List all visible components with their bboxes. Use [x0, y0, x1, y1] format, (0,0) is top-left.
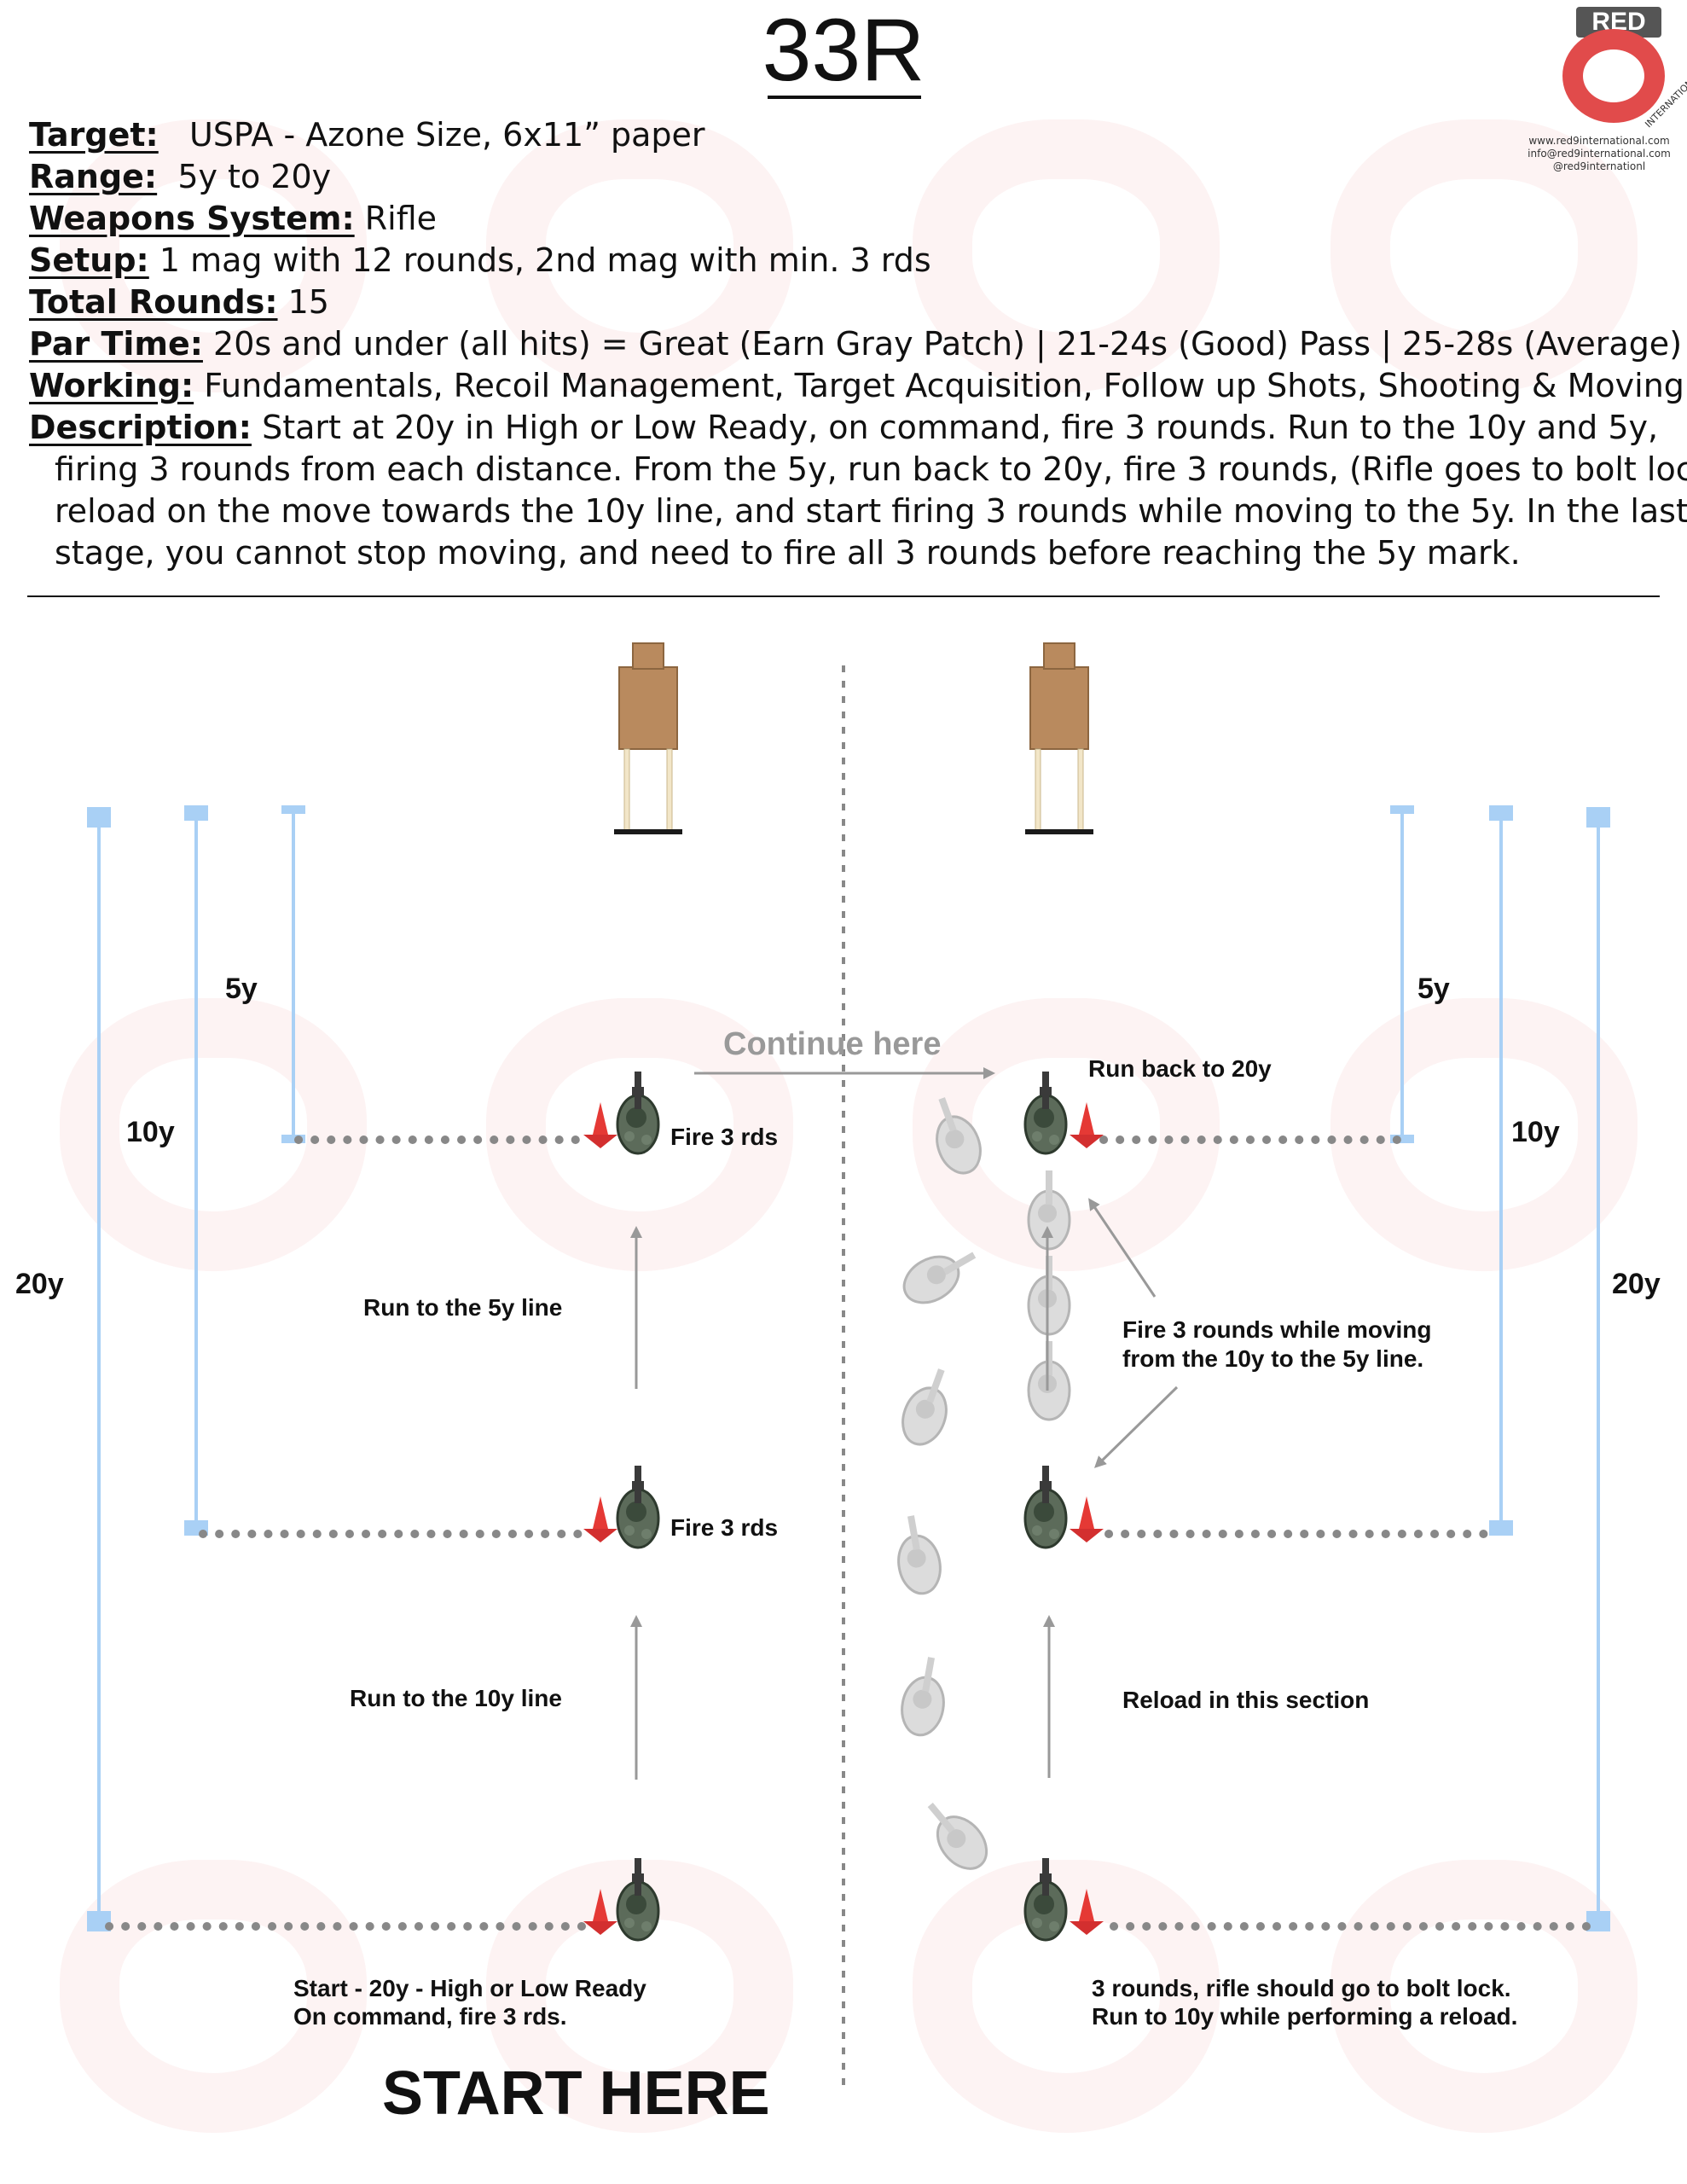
arrow-diagonal-icon [1092, 1203, 1155, 1297]
ghost-shooter-icon [896, 1362, 961, 1450]
right-dist-20y: 20y [1612, 1268, 1661, 1300]
bar-cap [1491, 807, 1511, 819]
right-bolt-line1: 3 rounds, rifle should go to bolt lock. [1092, 1975, 1511, 2001]
right-reload-section: Reload in this section [1122, 1687, 1369, 1713]
right-fire-moving-line2: from the 10y to the 5y line. [1122, 1345, 1423, 1372]
bar-cap [1491, 1522, 1511, 1534]
left-dist-10y: 10y [126, 1116, 175, 1148]
ghost-shooter-icon [1029, 1341, 1070, 1420]
cone-icon [1070, 1496, 1104, 1542]
left-start-line2: On command, fire 3 rds. [293, 2003, 567, 2030]
shooter-icon [617, 1072, 658, 1153]
cone-icon [583, 1102, 617, 1148]
left-dist-5y: 5y [225, 973, 258, 1005]
shooter-icon [1025, 1466, 1066, 1548]
left-distance-bars [89, 807, 304, 1930]
bar-cap [1392, 807, 1412, 812]
shooter-icon [1025, 1858, 1066, 1940]
bar-cap [1588, 809, 1609, 826]
cone-icon [1070, 1102, 1104, 1148]
left-start-line1: Start - 20y - High or Low Ready [293, 1975, 646, 2001]
continue-here-label: Continue here [723, 1026, 941, 1062]
left-run-to-10y: Run to the 10y line [350, 1685, 562, 1711]
bar-cap [186, 807, 206, 819]
arrow-diagonal-icon [1099, 1387, 1177, 1464]
left-dist-20y: 20y [15, 1268, 64, 1300]
shooter-icon [617, 1858, 658, 1940]
ghost-shooter-icon [896, 1237, 985, 1312]
right-dist-5y: 5y [1417, 973, 1450, 1005]
start-here-label: START HERE [382, 2059, 770, 2128]
bar-cap [89, 809, 109, 826]
shooter-icon [1025, 1072, 1066, 1153]
bar-cap [283, 807, 304, 812]
right-fire-moving-line1: Fire 3 rounds while moving [1122, 1316, 1432, 1343]
ghost-shooter-icon [1029, 1256, 1070, 1334]
ghost-shooter-icon [914, 1792, 996, 1878]
right-run-back: Run back to 20y [1088, 1055, 1272, 1082]
left-fire-5y: Fire 3 rds [670, 1124, 778, 1150]
right-bolt-line2: Run to 10y while performing a reload. [1092, 2003, 1517, 2030]
ghost-shooter-icon [1029, 1170, 1070, 1249]
ghost-shooter-icon [890, 1513, 944, 1597]
cone-icon [583, 1496, 617, 1542]
left-run-to-5y: Run to the 5y line [363, 1294, 562, 1321]
target-right [1025, 643, 1093, 834]
cone-icon [583, 1889, 617, 1935]
ghost-shooter-icon [923, 1091, 988, 1179]
target-left [614, 643, 682, 834]
ghost-shooter-icon [897, 1654, 951, 1739]
bar-cap [1588, 1913, 1609, 1930]
cone-icon [1070, 1889, 1104, 1935]
shooter-icon [617, 1466, 658, 1548]
left-fire-10y: Fire 3 rds [670, 1514, 778, 1541]
right-dist-10y: 10y [1511, 1116, 1560, 1148]
